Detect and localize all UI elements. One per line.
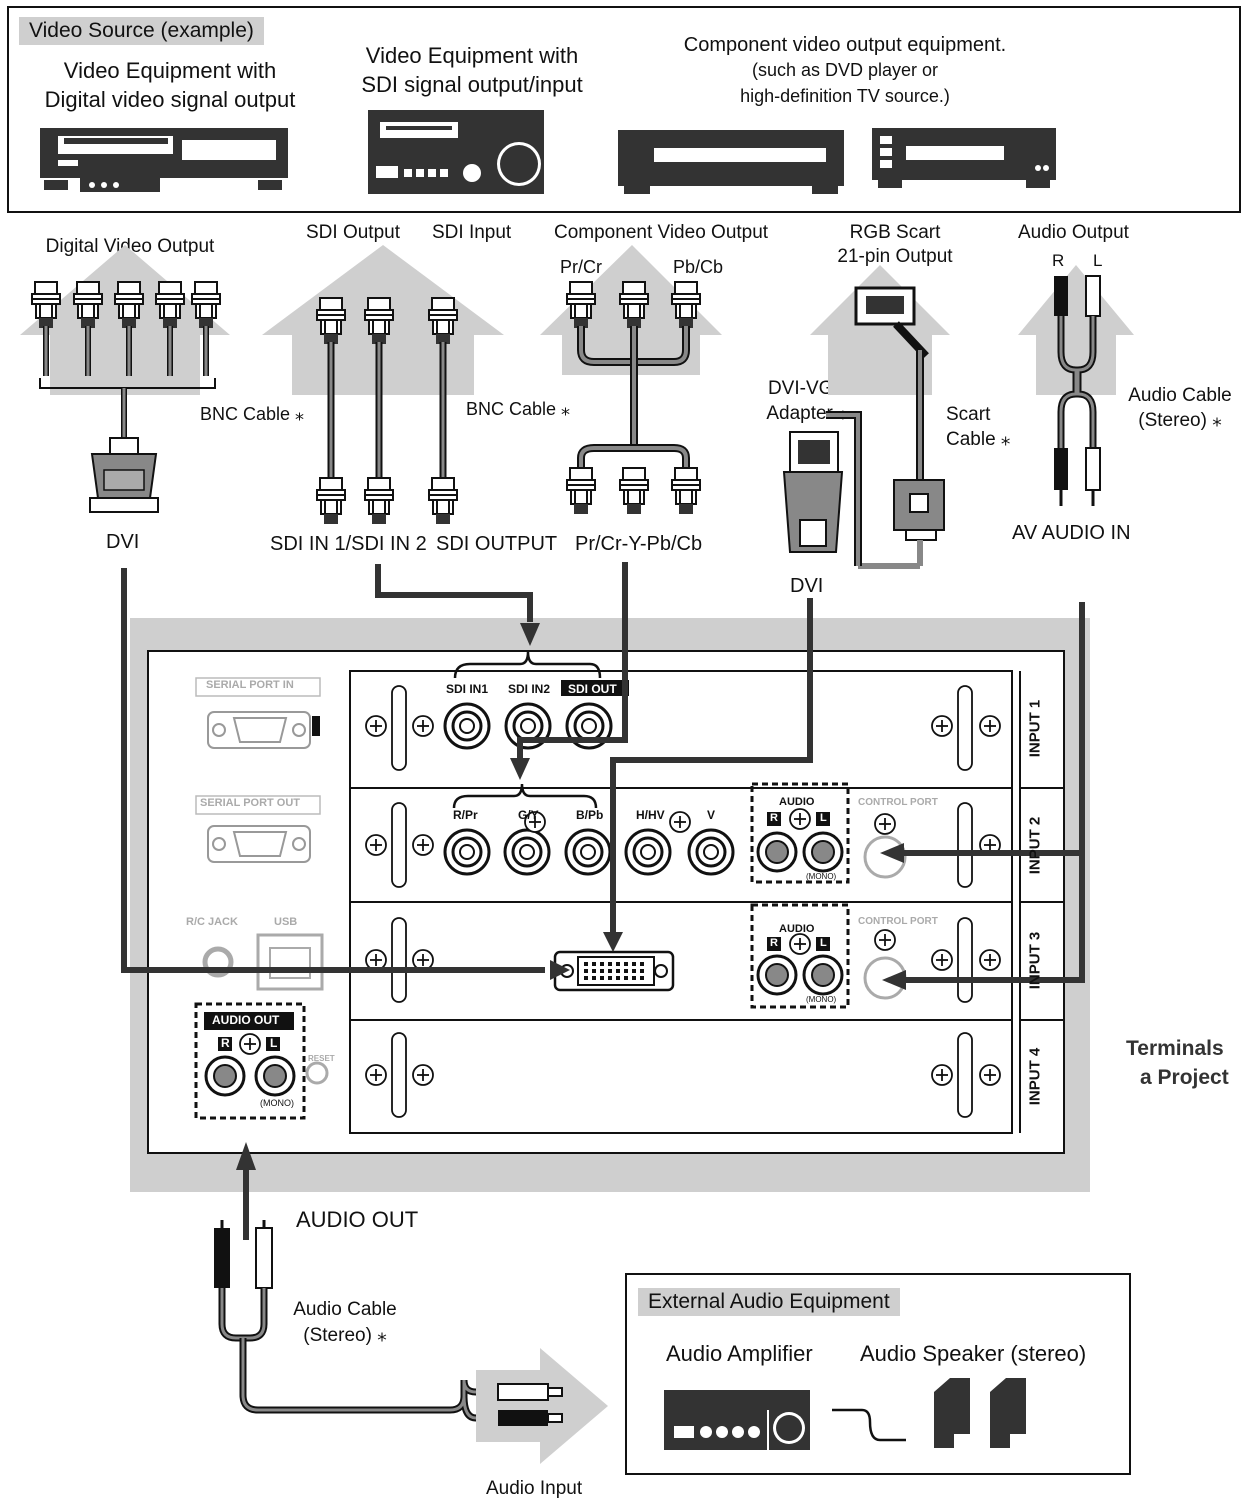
vcr-device	[40, 128, 288, 192]
audio-speaker-label: Audio Speaker (stereo)	[860, 1341, 1087, 1366]
b-pb-label: B/Pb	[576, 808, 604, 822]
input3-mono: (MONO)	[806, 995, 837, 1004]
sdi-input-label: SDI Input	[432, 222, 512, 243]
equip3-label-2: (such as DVD player or	[751, 60, 939, 80]
dvi-vga-adapter-label-1: DVI-VGA	[767, 378, 847, 399]
audio-out-panel-label: AUDIO OUT	[212, 1013, 280, 1027]
input2-label: INPUT 2	[1026, 816, 1044, 875]
input3-audio-label: AUDIO	[779, 923, 815, 935]
external-audio-tag: External Audio Equipment	[638, 1288, 900, 1316]
scart-cable	[826, 286, 945, 569]
audio-input-arrow	[476, 1348, 608, 1464]
serial-ports	[195, 677, 321, 863]
component-connector-label: Pr/Cr-Y-Pb/Cb	[575, 533, 703, 555]
audio-out-mono: (MONO)	[260, 1098, 294, 1108]
hdtv-source-device	[872, 128, 1056, 188]
sdi-cables	[316, 297, 458, 525]
equip1-label-1: Video Equipment with	[63, 58, 277, 83]
audio-cable-bottom-label-2: (Stereo) ⁎	[303, 1325, 387, 1346]
r-pr-label: R/Pr	[453, 808, 478, 822]
audio-out-r: R	[221, 1036, 230, 1050]
reset-label: RESET	[308, 1054, 335, 1063]
rgb-scart-label-2: 21-pin Output	[837, 246, 953, 267]
speaker-wire	[832, 1408, 906, 1442]
scart-cable-label-1: Scart	[946, 404, 991, 425]
input2-mono: (MONO)	[806, 872, 837, 881]
equip2-label-2: SDI signal output/input	[361, 72, 583, 97]
equip3-label-1: Component video output equipment.	[683, 34, 1007, 56]
audio-cable-label-2: (Stereo) ⁎	[1138, 410, 1222, 431]
audio-input-label: Audio Input	[486, 1478, 583, 1499]
audio-l-label: L	[1093, 251, 1103, 270]
sdi-output-label: SDI Output	[306, 222, 400, 243]
scart-cable-label-2: Cable ⁎	[946, 429, 1011, 450]
amplifier-device	[664, 1390, 810, 1450]
arrow-heads	[236, 623, 906, 1170]
dvi-label: DVI	[106, 531, 140, 553]
input4-label: INPUT 4	[1026, 1047, 1044, 1106]
input2-audio-label: AUDIO	[779, 796, 815, 808]
input3-jacks	[553, 903, 907, 1009]
input2-r: R	[770, 812, 778, 824]
dvd-device	[618, 130, 844, 194]
audio-out-cable	[214, 1220, 498, 1422]
rc-jack-label: R/C JACK	[186, 916, 238, 928]
bnc-cable-label-1: BNC Cable ⁎	[200, 404, 305, 424]
pb-cb-label: Pb/Cb	[673, 257, 724, 277]
audio-r-label: R	[1052, 251, 1065, 270]
sdi-in2-label: SDI IN2	[508, 682, 551, 696]
input3-r: R	[770, 937, 778, 949]
dvi-adapter-label: DVI	[790, 575, 824, 597]
component-cables	[566, 281, 701, 515]
equip3-label-3: high-definition TV source.)	[740, 86, 950, 106]
sdi-in1-label: SDI IN1	[446, 682, 489, 696]
speakers	[934, 1378, 1026, 1448]
input2-l: L	[820, 812, 827, 824]
input1-jacks	[443, 651, 629, 750]
av-audio-in-label: AV AUDIO IN	[1012, 522, 1131, 544]
sdi-out-label: SDI OUT	[568, 682, 617, 696]
input1-label: INPUT 1	[1026, 699, 1044, 758]
audio-output-label: Audio Output	[1018, 222, 1129, 243]
terminals-label-2: a Project	[1140, 1066, 1229, 1089]
audio-cable-label-1: Audio Cable	[1128, 385, 1232, 406]
equip2-label-1: Video Equipment with	[365, 43, 579, 68]
audio-input-plugs	[497, 1383, 563, 1426]
input3-label: INPUT 3	[1026, 931, 1044, 990]
audio-cable-top	[1054, 275, 1101, 506]
digital-video-bnc-group	[31, 281, 221, 440]
sdi-device	[368, 110, 544, 194]
audio-amplifier-label: Audio Amplifier	[666, 1341, 813, 1366]
input3-l: L	[820, 937, 827, 949]
digital-video-output-label: Digital Video Output	[45, 236, 215, 257]
rgb-scart-label-1: RGB Scart	[849, 222, 941, 243]
audio-out-l: L	[270, 1036, 278, 1050]
pr-cr-label: Pr/Cr	[560, 257, 602, 277]
bnc-cable-label-2: BNC Cable ⁎	[466, 399, 571, 419]
h-hv-label: H/HV	[636, 808, 665, 822]
terminals-label-1: Terminals	[1126, 1037, 1224, 1060]
component-video-output-label: Component Video Output	[554, 222, 769, 243]
usb-label: USB	[274, 916, 298, 928]
dvi-vga-adapter	[782, 431, 844, 553]
signal-lines	[121, 562, 1085, 1240]
g-y-label: G/Y	[518, 808, 539, 822]
sdi-in-label: SDI IN 1/SDI IN 2	[270, 533, 427, 555]
serial-port-in-label: SERIAL PORT IN	[206, 679, 294, 691]
v-label: V	[707, 808, 716, 822]
video-source-tag: Video Source (example)	[19, 17, 264, 45]
audio-out-label: AUDIO OUT	[296, 1207, 419, 1232]
sdi-output-connector-label: SDI OUTPUT	[436, 533, 558, 555]
dvi-plug	[89, 437, 159, 513]
input3-control-port-label: CONTROL PORT	[858, 916, 938, 927]
audio-out-panel	[194, 1002, 329, 1120]
audio-cable-bottom-label-1: Audio Cable	[293, 1299, 397, 1320]
input2-control-port-label: CONTROL PORT	[858, 797, 938, 808]
equip1-label-2: Digital video signal output	[44, 87, 296, 112]
serial-port-out-label: SERIAL PORT OUT	[200, 797, 301, 809]
